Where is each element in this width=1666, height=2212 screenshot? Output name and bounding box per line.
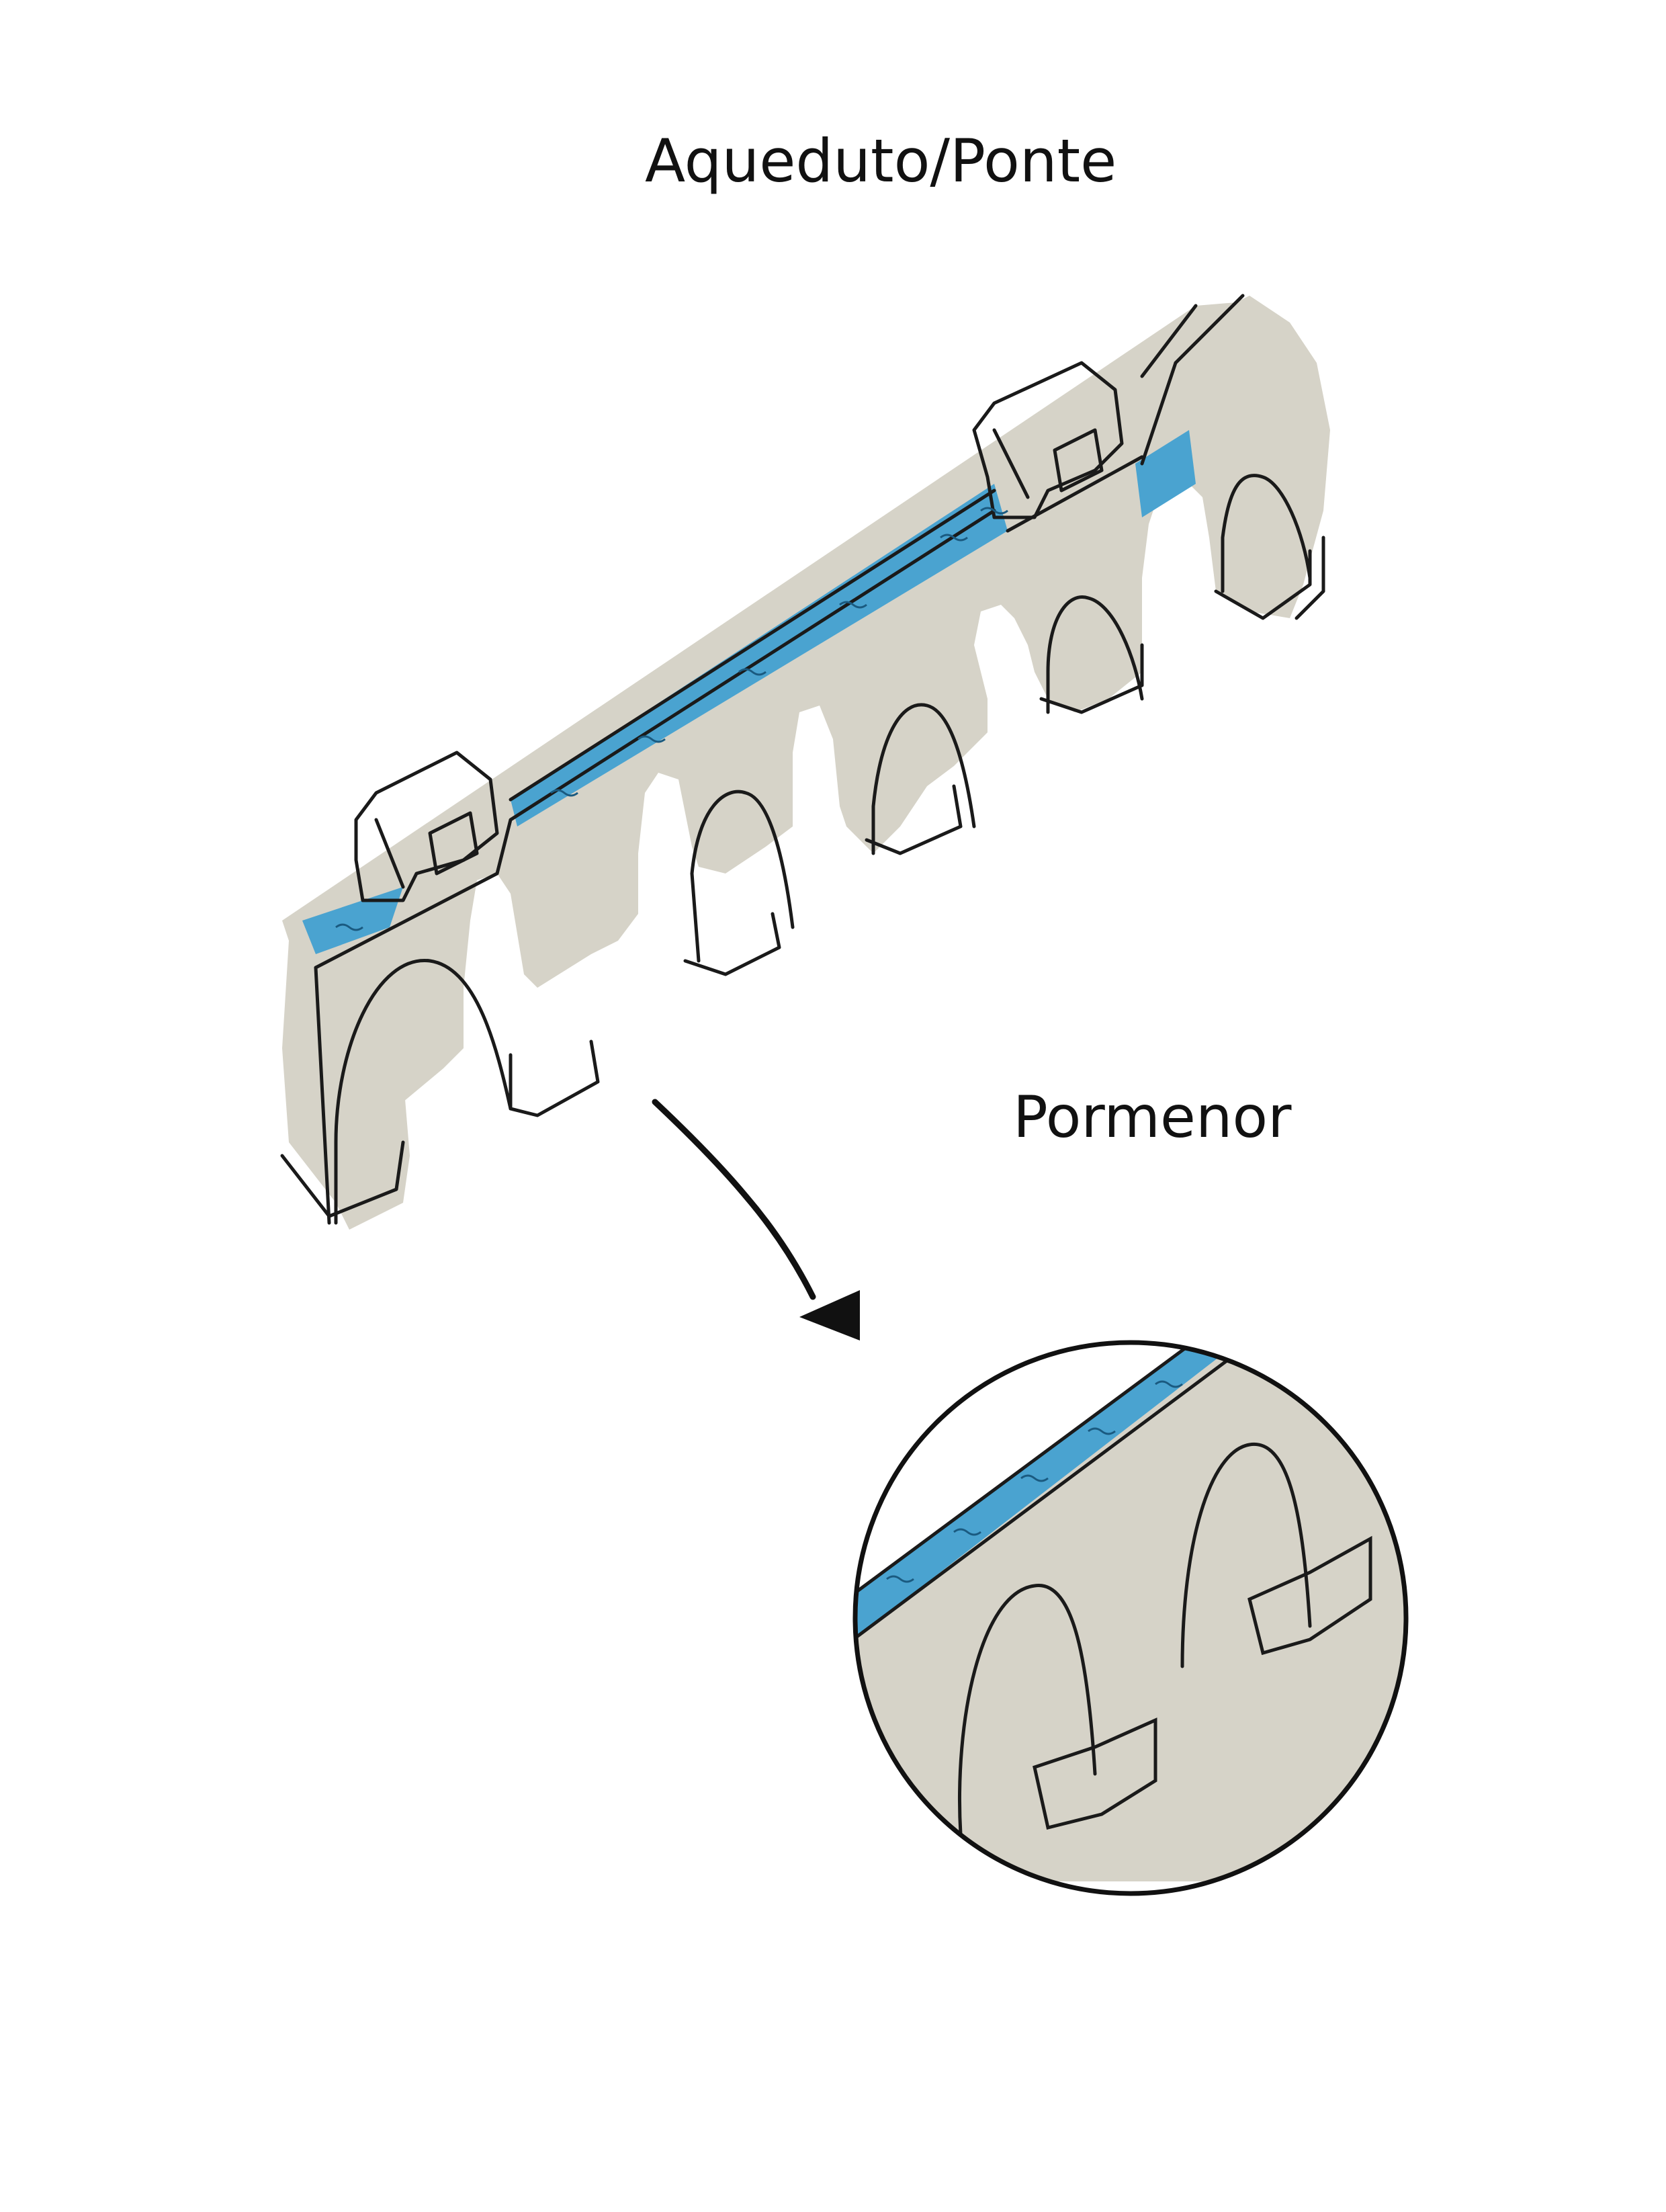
title-label: Aqueduto/Ponte bbox=[645, 126, 1117, 196]
detail-content bbox=[855, 1343, 1406, 1894]
aqueduct-outline bbox=[280, 294, 1325, 1225]
aqueduct-body bbox=[282, 296, 1330, 1230]
detail-label: Pormenor bbox=[1013, 1084, 1292, 1151]
water-ripples bbox=[335, 507, 1008, 931]
magnifier-ring bbox=[852, 1340, 1409, 1896]
